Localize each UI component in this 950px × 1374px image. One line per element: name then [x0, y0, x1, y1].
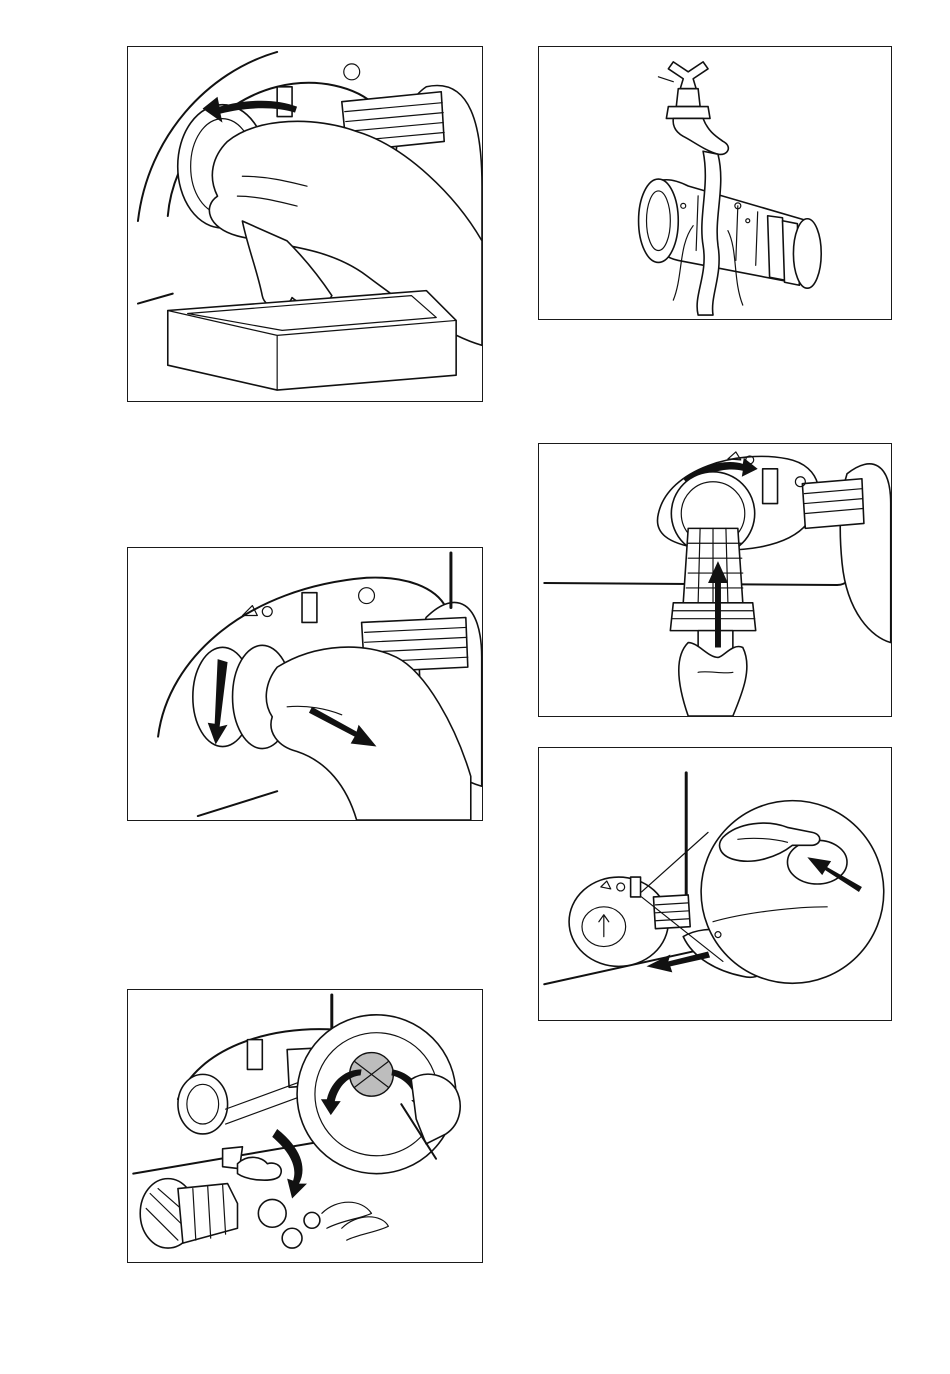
reinsert-filter-illustration: [539, 444, 891, 716]
figure-reinsert-filter: [538, 443, 892, 717]
rinse-filter-under-tap-illustration: [539, 47, 891, 319]
figure-rinse-filter: [538, 46, 892, 320]
clean-pump-impeller-illustration: [128, 990, 482, 1262]
figure-close-flap: [538, 747, 892, 1021]
close-flap-illustration: [539, 748, 891, 1020]
figure-drain-water: [127, 46, 483, 402]
figure-pull-out-filter: [127, 547, 483, 821]
figure-clean-pump: [127, 989, 483, 1263]
pull-out-filter-illustration: [128, 548, 482, 820]
drain-water-into-tray-illustration: [128, 47, 482, 401]
